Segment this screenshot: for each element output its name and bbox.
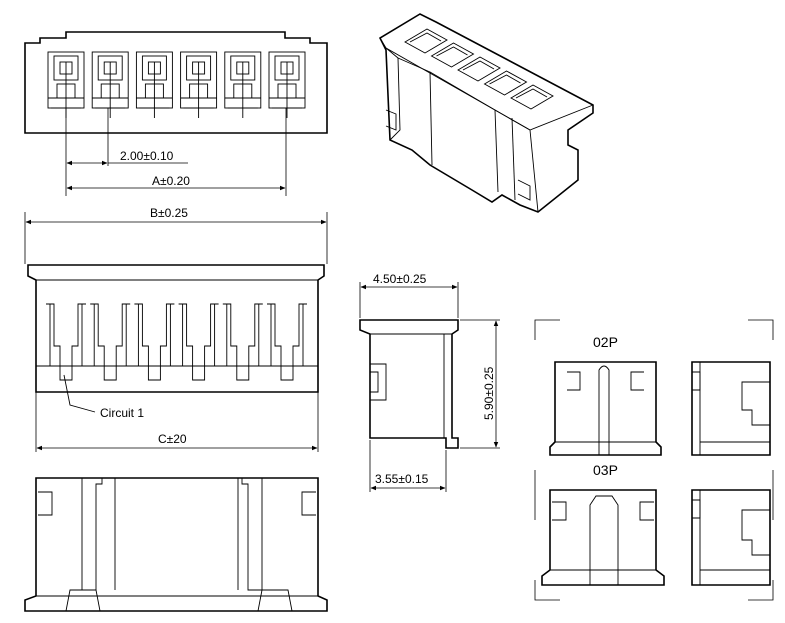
- isometric-view: [378, 13, 594, 213]
- circuit-label: Circuit 1: [100, 406, 144, 420]
- variant-02p: 02P: [549, 334, 771, 456]
- variant-03p-label: 03P: [593, 462, 618, 478]
- width-label: 4.50±0.25: [373, 272, 427, 286]
- variant-02p-label: 02P: [593, 334, 618, 350]
- terminal-cavity: [268, 51, 306, 118]
- side-slot: [222, 303, 263, 381]
- side-slot: [46, 303, 86, 381]
- side-view: B±0.25 Circuit 1 C±20: [24, 206, 328, 452]
- iso-cavity: [483, 70, 528, 96]
- b-label: B±0.25: [150, 206, 188, 220]
- depth-label: 3.55±0.15: [375, 472, 429, 486]
- end-view: 4.50±0.25 5.90±0.25 3.55±0.15: [359, 272, 500, 492]
- height-label: 5.90±0.25: [482, 366, 496, 420]
- front-view: [24, 31, 328, 134]
- iso-cavity: [510, 84, 554, 110]
- side-slot: [267, 303, 307, 381]
- a-label: A±0.20: [152, 174, 190, 188]
- a-dimension: A±0.20: [66, 174, 286, 191]
- terminal-cavity: [180, 51, 218, 118]
- iso-cavity: [430, 42, 475, 68]
- pitch-label: 2.00±0.10: [120, 149, 174, 163]
- terminal-cavity: [135, 51, 173, 118]
- iso-cavity: [457, 56, 501, 82]
- side-slot: [178, 303, 219, 381]
- side-slot: [90, 303, 131, 381]
- terminal-cavity: [91, 51, 129, 118]
- side-slot: [134, 303, 175, 381]
- terminal-cavity: [224, 51, 262, 118]
- variant-03p: 03P: [541, 462, 771, 586]
- iso-cavity: [404, 28, 448, 54]
- c-label: C±20: [158, 432, 187, 446]
- bottom-view: [24, 477, 328, 612]
- variants-frame: [534, 319, 774, 601]
- pitch-dimension: 2.00±0.10: [65, 108, 287, 196]
